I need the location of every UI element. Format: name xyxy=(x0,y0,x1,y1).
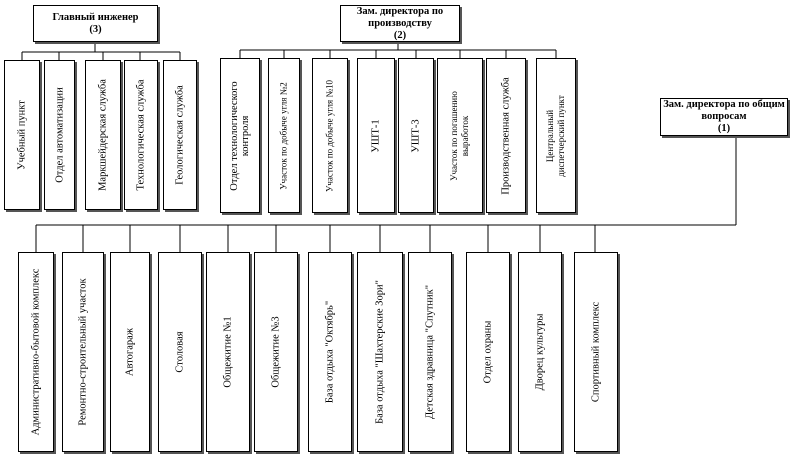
unit-label: База отдыха "Шахтерские Зори" xyxy=(374,280,386,424)
unit-automation-dept: Отдел автоматизации xyxy=(44,60,75,210)
unit-geology-service: Геологическая служба xyxy=(163,60,197,210)
unit-tech-control-dept: Отдел технологического контроля xyxy=(220,58,260,213)
chief-engineer-box: Главный инженер (3) xyxy=(33,5,158,42)
unit-label: Отдел автоматизации xyxy=(54,87,65,183)
unit-security-dept: Отдел охраны xyxy=(466,252,510,452)
unit-mining-site-2: Участок по добыче угля №2 xyxy=(268,58,300,213)
unit-label: Центральный диспетчерский пункт xyxy=(545,94,566,177)
unit-label: Участок по погашению выработок xyxy=(449,90,470,181)
unit-production-service: Производственная служба xyxy=(486,58,526,213)
unit-resort-zori: База отдыха "Шахтерские Зори" xyxy=(357,252,403,452)
deputy-general-box: Зам. директора по общим вопросам (1) xyxy=(660,98,788,136)
deputy-production-box: Зам. директора по производству (2) xyxy=(340,5,460,42)
unit-label: Спортивный комплекс xyxy=(590,301,602,403)
deputy-general-number: (1) xyxy=(717,123,731,134)
unit-label: Участок по добыче угля №10 xyxy=(324,79,335,192)
unit-usht-1: УШТ-1 xyxy=(357,58,395,213)
unit-culture-palace: Дворец культуры xyxy=(518,252,562,452)
unit-label: Ремонтно-строительный участок xyxy=(77,278,89,426)
unit-label: Отдел охраны xyxy=(482,320,494,384)
unit-mining-site-10: Участок по добыче угля №10 xyxy=(312,58,348,213)
chief-engineer-number: (3) xyxy=(89,23,102,35)
unit-label: Учебный пункт xyxy=(16,100,28,170)
unit-canteen: Столовая xyxy=(158,252,202,452)
unit-label: Административно-бытовой комплекс xyxy=(30,268,42,436)
unit-label: Автогараж xyxy=(124,327,136,377)
unit-label: УШТ-3 xyxy=(410,118,422,153)
unit-workings-liquidation: Участок по погашению выработок xyxy=(437,58,483,213)
deputy-production-number: (2) xyxy=(393,29,407,41)
unit-training-point: Учебный пункт xyxy=(4,60,40,210)
unit-label: Производственная служба xyxy=(500,76,512,195)
unit-label: Отдел технологического контроля xyxy=(229,80,251,191)
chief-engineer-title: Главный инженер xyxy=(52,11,139,23)
unit-label: Столовая xyxy=(174,331,186,373)
unit-repair-construction: Ремонтно-строительный участок xyxy=(62,252,104,452)
deputy-production-title: Зам. директора по производству xyxy=(356,5,444,29)
unit-admin-complex: Административно-бытовой комплекс xyxy=(18,252,54,452)
unit-label: База отдыха "Октябрь" xyxy=(324,300,336,404)
unit-resort-oktyabr: База отдыха "Октябрь" xyxy=(308,252,352,452)
unit-dormitory-1: Общежитие №1 xyxy=(206,252,250,452)
unit-label: Геологическая служба xyxy=(174,85,186,185)
unit-dormitory-3: Общежитие №3 xyxy=(254,252,298,452)
unit-childrens-sputnik: Детская здравница "Спутник" xyxy=(408,252,452,452)
unit-label: Технологическая служба xyxy=(135,79,147,191)
unit-survey-service: Маркшейдерская служба xyxy=(85,60,121,210)
unit-sports-complex: Спортивный комплекс xyxy=(574,252,618,452)
unit-label: Детская здравница "Спутник" xyxy=(424,284,436,420)
unit-usht-3: УШТ-3 xyxy=(398,58,434,213)
unit-label: Участок по добыче угля №2 xyxy=(278,81,289,190)
unit-garage: Автогараж xyxy=(110,252,150,452)
unit-label: Общежитие №1 xyxy=(222,316,234,388)
deputy-general-title: Зам. директора по общим вопросам xyxy=(663,99,785,122)
unit-label: УШТ-1 xyxy=(370,118,382,153)
unit-label: Общежитие №3 xyxy=(270,316,282,388)
unit-technology-service: Технологическая служба xyxy=(124,60,158,210)
unit-dispatch-center: Центральный диспетчерский пункт xyxy=(536,58,576,213)
unit-label: Маркшейдерская служба xyxy=(97,79,109,191)
unit-label: Дворец культуры xyxy=(534,313,546,391)
